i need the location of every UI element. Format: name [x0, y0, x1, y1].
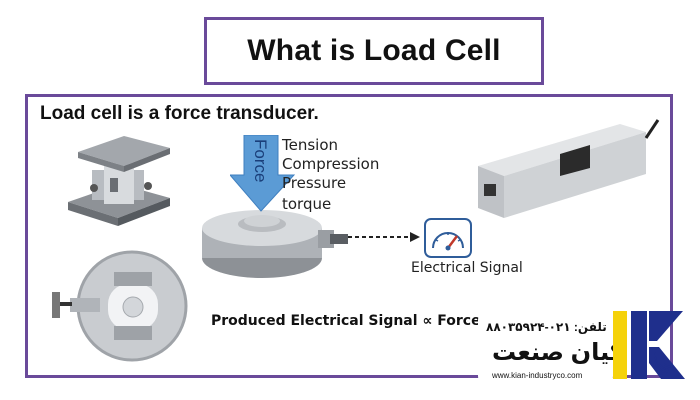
force-type-torque: torque: [282, 195, 332, 213]
brand-phone: تلفن: ۰۲۱-۸۸۰۳۵۹۲۴: [484, 320, 609, 334]
mounting-kit-load-cell: [68, 136, 170, 226]
s-type-load-cell: [52, 250, 188, 362]
subtitle: Load cell is a force transducer.: [40, 103, 319, 124]
force-label: Force: [251, 139, 270, 183]
force-type-compression: Compression: [282, 155, 380, 173]
relation-statement: Produced Electrical Signal ∝ Force Appli…: [211, 313, 546, 329]
brand-name: کیان صنعت: [492, 339, 624, 366]
signal-label: Electrical Signal: [411, 260, 523, 276]
page-title: What is Load Cell: [247, 34, 501, 67]
force-arrow: [230, 135, 296, 212]
force-type-tension: Tension: [282, 136, 339, 154]
pancake-load-cell: [202, 210, 348, 278]
kian-logo: [613, 311, 685, 379]
single-point-load-cell: [478, 119, 660, 218]
title-box: What is Load Cell: [204, 17, 544, 85]
brand-url: www.kian-industryco.com: [492, 371, 583, 380]
signal-arrow: [348, 232, 420, 242]
gauge-icon: [424, 218, 472, 258]
force-type-pressure: Pressure: [282, 174, 347, 192]
force-types-list: Tension Compression Pressure torque: [282, 136, 379, 214]
